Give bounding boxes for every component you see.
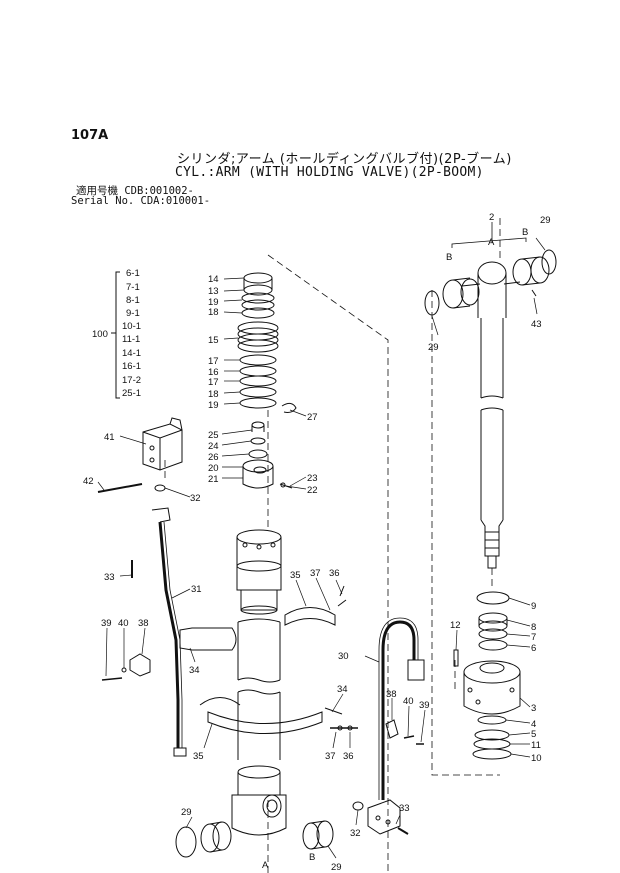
kit-item: 8-1 <box>126 295 140 306</box>
kit-group-number: 100 <box>92 329 108 340</box>
callout-5: 5 <box>531 729 536 740</box>
callout-3: 3 <box>531 703 536 714</box>
callout-17: 17 <box>208 356 219 367</box>
callout-A: A <box>488 237 495 248</box>
callout-12: 12 <box>450 620 461 631</box>
callout-36: 36 <box>329 568 340 579</box>
callout-35: 35 <box>193 751 204 762</box>
callout-39: 39 <box>101 618 112 629</box>
callout-38: 38 <box>138 618 149 629</box>
callout-42: 42 <box>83 476 94 487</box>
callout-18: 18 <box>208 307 219 318</box>
kit-item: 10-1 <box>122 321 141 332</box>
callout-21: 21 <box>208 474 219 485</box>
callout-2: 2 <box>489 212 494 223</box>
callout-17: 17 <box>208 377 219 388</box>
page-code: 107A <box>71 128 109 143</box>
kit-item: 7-1 <box>126 282 140 293</box>
serial-number: Serial No. CDA:010001- <box>71 195 211 207</box>
kit-item: 16-1 <box>122 361 141 372</box>
hydraulic-pipe <box>352 617 425 835</box>
assembly-guide-lines <box>164 218 501 873</box>
callout-37: 37 <box>325 751 336 762</box>
callout-B: B <box>446 252 452 263</box>
callout-29: 29 <box>331 862 342 873</box>
callout-20: 20 <box>208 463 219 474</box>
callout-34: 34 <box>337 684 348 695</box>
kit-item: 14-1 <box>122 348 141 359</box>
callout-37: 37 <box>310 568 321 579</box>
callout-38: 38 <box>386 689 397 700</box>
callout-24: 24 <box>208 441 219 452</box>
callout-11: 11 <box>531 740 541 751</box>
callout-30: 30 <box>338 651 349 662</box>
callout-32: 32 <box>190 493 201 504</box>
callout-4: 4 <box>531 719 536 730</box>
bushings-bottom <box>175 820 334 858</box>
callout-29: 29 <box>181 807 192 818</box>
callout-26: 26 <box>208 452 219 463</box>
callout-27: 27 <box>307 412 318 423</box>
holding-valve <box>97 417 187 757</box>
callout-33: 33 <box>104 572 115 583</box>
callout-40: 40 <box>403 696 414 707</box>
pipe-clamps <box>179 585 358 734</box>
callout-bracket-head <box>451 222 527 248</box>
callout-33: 33 <box>399 803 410 814</box>
callout-34: 34 <box>189 665 200 676</box>
callout-labels: 2 29 A B B 43 29 14 13 19 18 15 17 16 17… <box>83 212 551 873</box>
seal-kit-group: 100 6-1 7-1 8-1 9-1 10-1 11-1 14-1 16-1 … <box>92 268 141 399</box>
title-japanese: シリンダ;アーム (ホールディングバルブ付)(2P-ブーム) <box>177 152 512 167</box>
callout-B: B <box>309 852 315 863</box>
piston-rod <box>424 249 557 569</box>
piston-seals <box>453 591 521 760</box>
callout-10: 10 <box>531 753 542 764</box>
callout-32: 32 <box>350 828 361 839</box>
callout-29: 29 <box>540 215 551 226</box>
kit-item: 6-1 <box>126 268 140 279</box>
callout-43: 43 <box>531 319 542 330</box>
callout-14: 14 <box>208 274 219 285</box>
title-english: CYL.:ARM (WITH HOLDING VALVE)(2P-BOOM) <box>175 165 484 180</box>
kit-item: 9-1 <box>126 308 140 319</box>
serial-applicable: 適用号機 CDB:001002- <box>76 185 194 197</box>
callout-23: 23 <box>307 473 318 484</box>
callout-18: 18 <box>208 389 219 400</box>
callout-22: 22 <box>307 485 318 496</box>
callout-15: 15 <box>208 335 219 346</box>
callout-9: 9 <box>531 601 536 612</box>
kit-item: 25-1 <box>122 388 141 399</box>
callout-39: 39 <box>419 700 430 711</box>
callout-19: 19 <box>208 297 219 308</box>
callout-35: 35 <box>290 570 301 581</box>
callout-29: 29 <box>428 342 439 353</box>
callout-13: 13 <box>208 286 219 297</box>
callout-16: 16 <box>208 367 219 378</box>
leader-lines <box>97 237 546 859</box>
callout-B: B <box>522 227 528 238</box>
callout-6: 6 <box>531 643 536 654</box>
callout-25: 25 <box>208 430 219 441</box>
kit-item: 11-1 <box>122 334 140 345</box>
callout-41: 41 <box>104 432 115 443</box>
callout-A: A <box>262 860 269 871</box>
kit-item: 17-2 <box>122 375 141 386</box>
callout-7: 7 <box>531 632 536 643</box>
cylinder-head-seals <box>237 272 297 489</box>
callout-19: 19 <box>208 400 219 411</box>
callout-40: 40 <box>118 618 129 629</box>
cylinder-tube <box>231 529 287 836</box>
callout-8: 8 <box>531 622 536 633</box>
callout-36: 36 <box>343 751 354 762</box>
callout-31: 31 <box>191 584 202 595</box>
